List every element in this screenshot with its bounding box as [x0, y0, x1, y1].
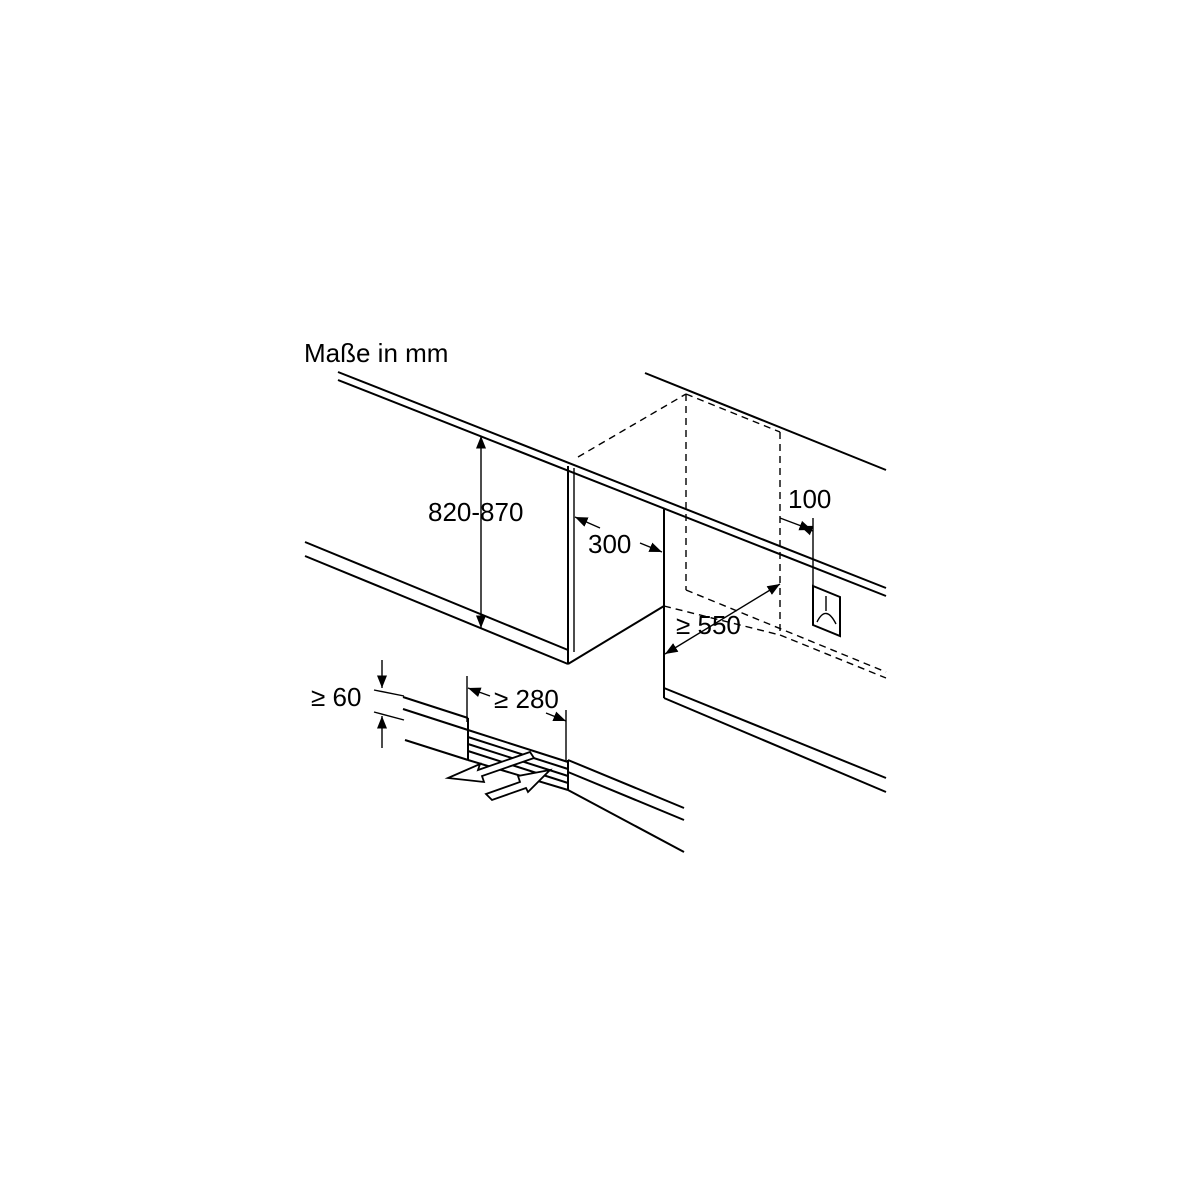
plinth	[402, 696, 685, 853]
side-gap-dimension: 300	[574, 516, 663, 559]
depth-dimension: ≥ 550	[664, 583, 781, 655]
depth-label: ≥ 550	[676, 610, 741, 640]
side-gap-label: 300	[588, 529, 631, 559]
height-label: 820-870	[428, 497, 523, 527]
plinth-height-label: ≥ 60	[311, 682, 361, 712]
right-gap-label: 100	[788, 484, 831, 514]
vent-width-label: ≥ 280	[494, 684, 559, 714]
plinth-height-dimension: ≥ 60	[311, 660, 405, 748]
units-caption: Maße in mm	[304, 338, 448, 368]
right-gap-dimension: 100	[779, 484, 831, 586]
vent-width-dimension: ≥ 280	[466, 676, 567, 762]
power-socket-icon	[812, 584, 841, 638]
height-dimension: 820-870	[428, 436, 523, 628]
left-cabinet	[304, 371, 887, 665]
airflow-arrows-icon	[444, 750, 553, 802]
right-cabinet	[644, 372, 887, 793]
